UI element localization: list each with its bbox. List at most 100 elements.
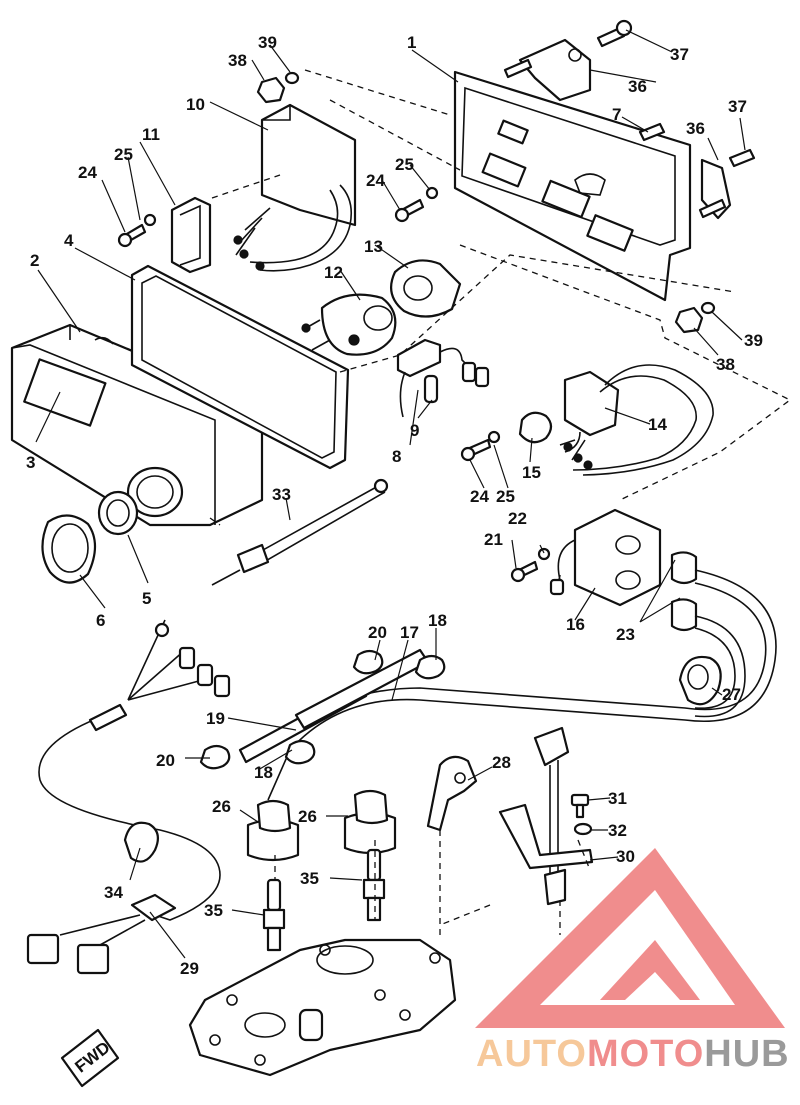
callout-c3: 3 (26, 453, 35, 472)
callout-c24a: 24 (78, 163, 97, 182)
callout-c18b: 18 (254, 763, 273, 782)
bolt-7 (638, 122, 666, 142)
callout-c29: 29 (180, 959, 199, 978)
callout-c1: 1 (407, 33, 416, 52)
callout-c35b: 35 (300, 869, 319, 888)
callout-c10: 10 (186, 95, 205, 114)
clip-15 (518, 411, 553, 444)
callout-c35a: 35 (204, 901, 223, 920)
starter-relay (301, 293, 397, 356)
spark-plug-right (362, 848, 386, 922)
callout-c31: 31 (608, 789, 627, 808)
callout-c18a: 18 (428, 611, 447, 630)
callout-c14: 14 (648, 415, 667, 434)
seal (97, 490, 139, 536)
callout-c33: 33 (272, 485, 291, 504)
callout-c37b: 37 (728, 97, 747, 116)
temperature-switch (533, 726, 570, 906)
spark-plug-left (262, 878, 286, 952)
bolt-37-right (728, 148, 756, 168)
callout-c17: 17 (400, 623, 419, 642)
callout-c38a: 38 (228, 51, 247, 70)
nut-38-top (256, 76, 286, 104)
callout-c26b: 26 (298, 807, 317, 826)
automotohub-watermark: AUTOMOTOHUB (475, 848, 790, 1075)
watermark-part2: MOTO (587, 1033, 704, 1075)
watermark-part3: HUB (704, 1033, 789, 1075)
bracket-36-right (698, 158, 732, 220)
nut-38-right (674, 306, 704, 334)
callout-c4: 4 (64, 231, 74, 250)
washer-32 (573, 822, 593, 836)
callout-c27: 27 (722, 685, 741, 704)
callout-c12: 12 (324, 263, 343, 282)
callout-c36a: 36 (628, 77, 647, 96)
callout-c36b: 36 (686, 119, 705, 138)
callout-c19: 19 (206, 709, 225, 728)
callout-c20a: 20 (368, 623, 387, 642)
relay-holder (390, 259, 462, 318)
callout-c22: 22 (508, 509, 527, 528)
cdi-unit (233, 103, 357, 272)
bolt-37-top (596, 19, 633, 48)
washer-39-top (284, 71, 300, 85)
callout-c28: 28 (492, 753, 511, 772)
cylinder-head (188, 938, 457, 1077)
bolt-left (117, 213, 157, 248)
callout-c39a: 39 (258, 33, 277, 52)
cover-gasket (130, 264, 350, 470)
callout-c9: 9 (410, 421, 419, 440)
callout-c34: 34 (104, 883, 123, 902)
callout-c8: 8 (392, 447, 401, 466)
callout-c21: 21 (484, 530, 503, 549)
callout-c25c: 25 (496, 487, 515, 506)
bracket-30 (498, 803, 594, 870)
plug-cap-left (246, 799, 300, 862)
forward-direction-badge: FWD (60, 1028, 120, 1088)
wire-harness (26, 619, 231, 975)
clamp-34 (123, 821, 160, 863)
leader-lines (35, 29, 746, 959)
callout-c25b: 25 (395, 155, 414, 174)
callout-c16: 16 (566, 615, 585, 634)
callout-c15: 15 (522, 463, 541, 482)
callout-c24b: 24 (366, 171, 385, 190)
callout-c13: 13 (364, 237, 383, 256)
hose-clips (199, 649, 446, 770)
callout-c20b: 20 (156, 751, 175, 770)
callout-c30: 30 (616, 847, 635, 866)
electrical-box-cover (10, 323, 264, 527)
ignition-coil (549, 508, 698, 632)
callout-c39b: 39 (744, 331, 763, 350)
rectifier-regulator (559, 364, 714, 476)
callout-c37a: 37 (670, 45, 689, 64)
fuse-holder (396, 338, 490, 418)
callout-c23: 23 (616, 625, 635, 644)
washer-39-right (700, 301, 716, 315)
callout-c25a: 25 (114, 145, 133, 164)
bolt-31 (570, 793, 590, 819)
cap (41, 514, 97, 584)
clamp-27 (678, 655, 722, 706)
callout-c38b: 38 (716, 355, 735, 374)
callout-c7: 7 (612, 105, 621, 124)
bolt-coil (510, 547, 551, 583)
bolt-middle (460, 430, 501, 462)
svg-text:AUTOMOTOHUB: AUTOMOTOHUB (476, 1033, 790, 1075)
bracket-36-top (503, 38, 592, 102)
callout-c2: 2 (30, 251, 39, 270)
mounting-plate (453, 70, 692, 302)
callout-c11: 11 (142, 125, 160, 144)
callout-c32: 32 (608, 821, 627, 840)
callout-c6: 6 (96, 611, 105, 630)
watermark-part1: AUTO (476, 1033, 587, 1075)
rectifier-bracket (170, 196, 212, 274)
callout-c24c: 24 (470, 487, 489, 506)
bolt-upper (394, 186, 439, 223)
ground-lead (211, 478, 389, 586)
callout-labels: 1 2 3 4 5 6 7 8 9 10 11 12 13 14 15 16 1… (26, 33, 763, 978)
callout-c5: 5 (142, 589, 151, 608)
plug-cap-right (343, 789, 397, 855)
assembly-lines (209, 69, 792, 940)
